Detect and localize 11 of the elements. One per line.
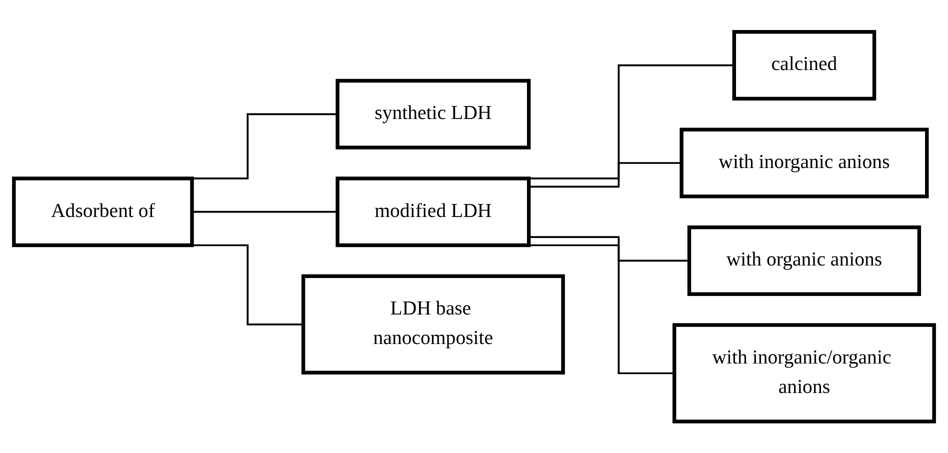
node-box: with inorganic/organic anions — [672, 322, 936, 424]
node-box: calcined — [732, 30, 876, 100]
node-box: synthetic LDH — [336, 78, 531, 150]
node-box: Adsorbent of — [12, 176, 194, 247]
node-box: modified LDH — [336, 176, 531, 247]
connector — [528, 162, 682, 188]
node-box: LDH base nanocomposite — [301, 274, 565, 374]
node-box: with inorganic anions — [680, 128, 929, 198]
node-box: with organic anions — [687, 225, 922, 296]
connector — [192, 210, 338, 213]
connector — [528, 236, 690, 262]
